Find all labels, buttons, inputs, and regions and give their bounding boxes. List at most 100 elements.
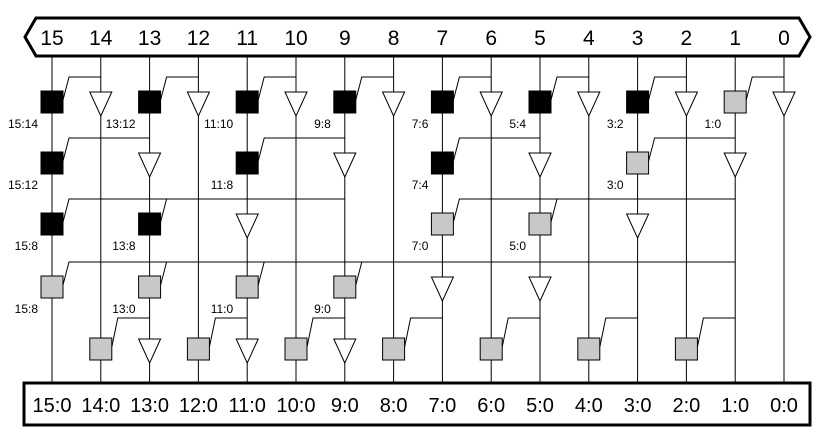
tap-wire bbox=[745, 76, 784, 101]
gray-cell bbox=[626, 151, 650, 175]
gray-cell bbox=[138, 275, 162, 299]
buffer-triangle bbox=[333, 338, 357, 365]
cell-label: 15:12 bbox=[8, 178, 38, 192]
tap-wire bbox=[599, 317, 638, 348]
buffer-triangle bbox=[186, 91, 211, 118]
black-cell bbox=[528, 90, 552, 114]
black-cell bbox=[235, 90, 259, 114]
cell-label: 11:10 bbox=[204, 117, 233, 131]
tap-wire bbox=[306, 317, 345, 348]
input-bit-label: 8 bbox=[388, 27, 400, 50]
input-bit-label: 12 bbox=[187, 27, 210, 50]
gray-cell bbox=[723, 90, 747, 114]
output-label: 0:0 bbox=[770, 395, 798, 417]
cell-label: 13:8 bbox=[112, 239, 136, 253]
input-bit-label: 1 bbox=[729, 27, 741, 50]
gray-cell bbox=[186, 337, 210, 361]
cell-label: 11:0 bbox=[211, 302, 234, 316]
input-bus bbox=[23, 16, 812, 58]
cell-label: 7:0 bbox=[412, 239, 429, 253]
cell-label: 1:0 bbox=[705, 117, 722, 131]
buffer-triangle bbox=[235, 338, 259, 365]
cell-label: 9:0 bbox=[314, 302, 331, 316]
output-label: 4:0 bbox=[575, 395, 603, 417]
output-label: 7:0 bbox=[428, 395, 456, 417]
black-cell bbox=[40, 90, 64, 114]
output-label: 2:0 bbox=[672, 395, 700, 417]
output-label: 8:0 bbox=[380, 395, 408, 417]
input-bit-label: 9 bbox=[339, 27, 351, 50]
input-bit-label: 4 bbox=[583, 27, 595, 50]
black-cell bbox=[430, 151, 454, 175]
output-label: 1:0 bbox=[721, 395, 749, 417]
buffer-triangle bbox=[89, 91, 113, 118]
buffer-triangle bbox=[137, 338, 162, 365]
output-label: 11:0 bbox=[228, 395, 265, 417]
cell-label: 9:8 bbox=[314, 117, 331, 131]
output-label: 6:0 bbox=[477, 395, 505, 417]
black-cell bbox=[430, 90, 454, 114]
output-label: 15:0 bbox=[33, 395, 72, 417]
gray-cell bbox=[674, 337, 698, 361]
cell-label: 13:12 bbox=[106, 117, 136, 131]
cell-label: 15:8 bbox=[15, 239, 39, 253]
cell-label: 13:0 bbox=[112, 302, 136, 316]
gray-cell bbox=[479, 337, 503, 361]
input-bit-label: 11 bbox=[236, 27, 258, 50]
tap-wire bbox=[648, 76, 687, 101]
gray-cell bbox=[40, 275, 64, 299]
buffer-triangle bbox=[528, 276, 552, 303]
input-bit-label: 10 bbox=[284, 27, 307, 50]
buffer-triangle bbox=[577, 91, 601, 118]
cell-label: 3:0 bbox=[607, 178, 624, 192]
tap-wire bbox=[550, 198, 736, 223]
tap-wire bbox=[62, 76, 101, 101]
black-cell bbox=[333, 90, 357, 114]
gray-cell bbox=[333, 275, 357, 299]
tap-wire bbox=[111, 317, 150, 348]
output-label: 12:0 bbox=[179, 395, 218, 417]
output-label: 3:0 bbox=[624, 395, 652, 417]
tap-wire bbox=[696, 317, 736, 348]
tap-wire bbox=[501, 317, 540, 348]
cell-label: 3:2 bbox=[607, 117, 624, 131]
input-bit-label: 14 bbox=[89, 27, 113, 50]
cell-label: 15:8 bbox=[15, 302, 39, 316]
input-bit-label: 2 bbox=[681, 27, 693, 50]
buffer-triangle bbox=[381, 91, 406, 118]
tap-wire bbox=[355, 261, 736, 286]
tap-wire bbox=[257, 137, 345, 162]
input-bit-label: 0 bbox=[778, 27, 790, 50]
black-cell bbox=[138, 212, 162, 236]
buffer-triangle bbox=[528, 152, 552, 179]
buffer-triangle bbox=[479, 91, 503, 118]
output-label: 14:0 bbox=[81, 395, 120, 417]
tap-wire bbox=[404, 317, 443, 348]
output-label: 5:0 bbox=[526, 395, 554, 417]
buffer-triangle bbox=[674, 91, 699, 118]
buffer-triangle bbox=[235, 213, 259, 240]
gray-cell bbox=[430, 212, 454, 236]
output-bus bbox=[22, 381, 812, 427]
tap-wire bbox=[257, 76, 296, 101]
gray-cell bbox=[235, 275, 259, 299]
cell-label: 15:14 bbox=[8, 117, 38, 131]
cell-label: 7:6 bbox=[412, 117, 429, 131]
black-cell bbox=[40, 151, 64, 175]
gray-cell bbox=[89, 337, 113, 361]
black-cell bbox=[40, 212, 64, 236]
cell-label: 5:4 bbox=[509, 117, 526, 131]
buffer-triangle bbox=[284, 91, 308, 118]
gray-cell bbox=[577, 337, 601, 361]
buffer-triangle bbox=[137, 152, 162, 179]
black-cell bbox=[235, 151, 259, 175]
buffer-triangle bbox=[723, 152, 747, 179]
tap-wire bbox=[550, 76, 589, 101]
tap-wire bbox=[62, 137, 150, 162]
cell-label: 11:8 bbox=[211, 178, 234, 192]
output-label: 13:0 bbox=[130, 395, 169, 417]
input-bit-label: 6 bbox=[485, 27, 497, 50]
input-bit-label: 7 bbox=[437, 27, 449, 50]
